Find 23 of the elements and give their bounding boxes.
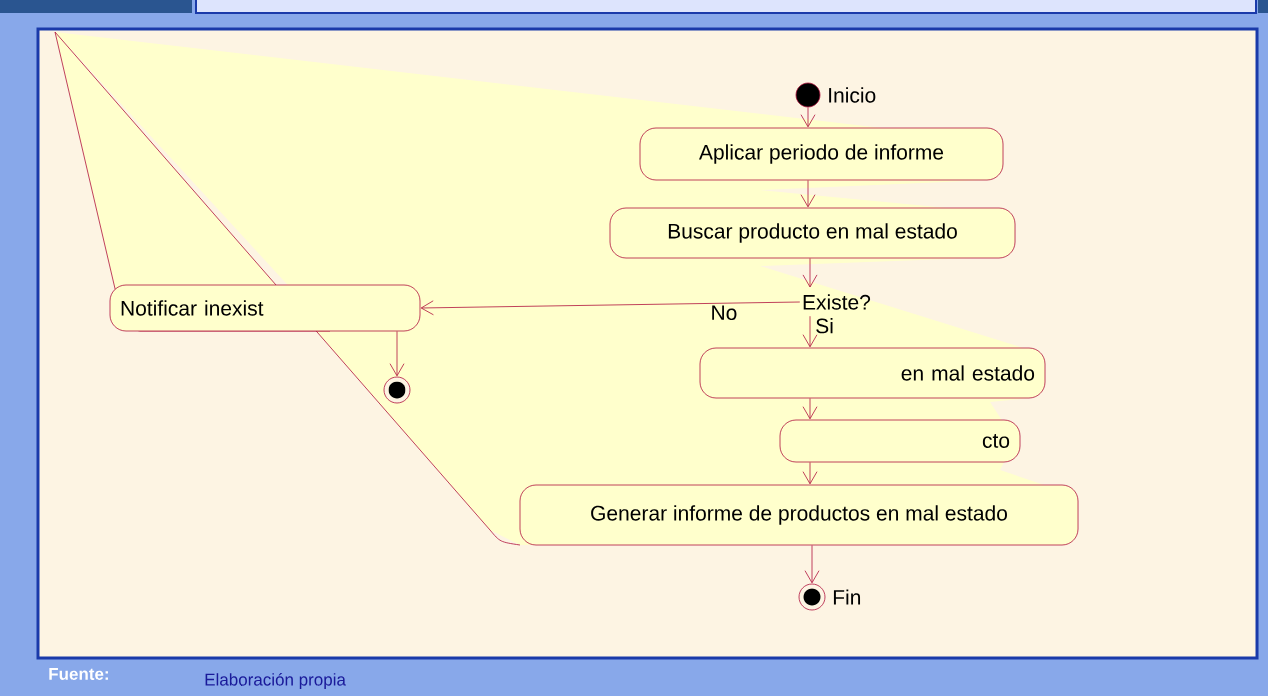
activity-box: Buscar producto en mal estado bbox=[609, 207, 1016, 259]
end-circle bbox=[383, 376, 411, 404]
node-label: Fin bbox=[833, 589, 861, 605]
edge-label: No bbox=[712, 305, 737, 321]
arrow bbox=[420, 300, 801, 316]
activity-box: Generar informe de productos en mal estado bbox=[519, 484, 1079, 546]
activity-box: cto bbox=[779, 419, 1021, 463]
arrow bbox=[802, 315, 818, 348]
decision-label: Existe? bbox=[803, 294, 871, 310]
arrow bbox=[389, 331, 405, 377]
arrow bbox=[800, 180, 816, 208]
edge-label: Si bbox=[816, 317, 833, 334]
source-label: Fuente: bbox=[49, 668, 108, 680]
node-label: Inicio bbox=[829, 87, 876, 103]
arrow bbox=[802, 462, 818, 485]
activity-box: en mal estado bbox=[699, 347, 1046, 399]
source-text: Elaboración propia bbox=[205, 673, 346, 690]
arrow bbox=[802, 258, 818, 288]
activity-box: Notificar inexist bbox=[109, 284, 421, 332]
arrow bbox=[802, 398, 818, 420]
arrow bbox=[804, 545, 820, 584]
arrow bbox=[800, 107, 816, 128]
activity-box: Aplicar periodo de informe bbox=[639, 127, 1004, 181]
